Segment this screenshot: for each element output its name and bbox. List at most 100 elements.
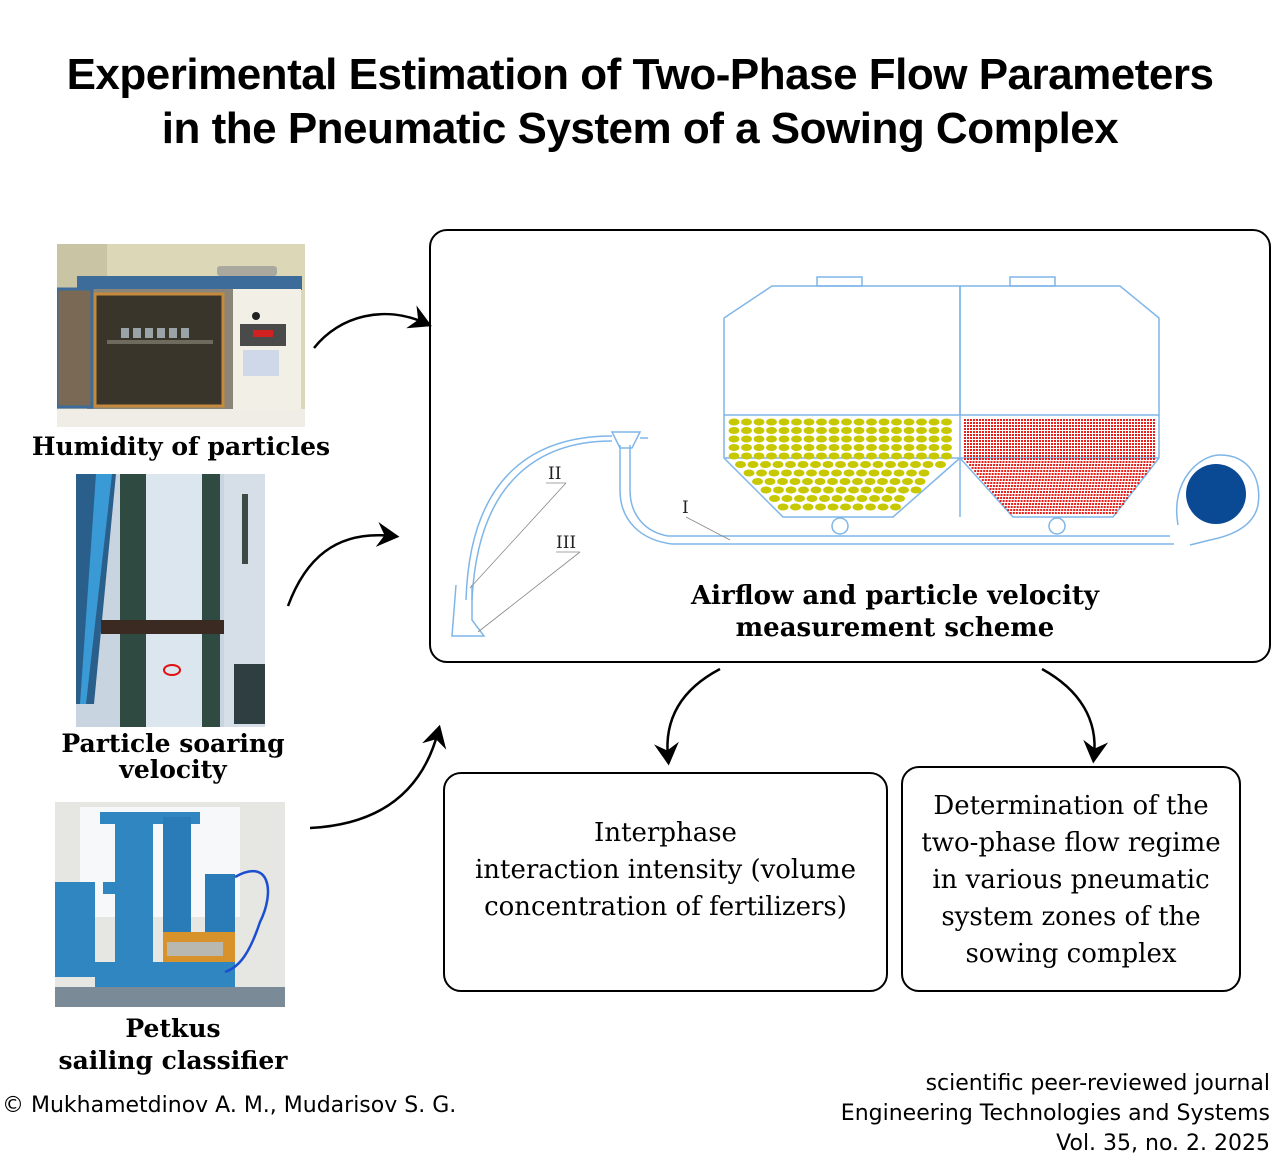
fertilizer-particle (1000, 476, 1003, 478)
fertilizer-particle (1084, 452, 1086, 454)
cyclone-head (610, 431, 642, 449)
fertilizer-particle (1048, 452, 1050, 454)
fertilizer-particle (1102, 473, 1105, 475)
arrow-humidity-to-scheme (313, 305, 432, 349)
fertilizer-particle (967, 449, 969, 451)
fertilizer-particle (1025, 506, 1028, 508)
fertilizer-particle (1111, 428, 1113, 430)
fertilizer-particle (1141, 449, 1143, 451)
fertilizer-particle (1119, 500, 1122, 502)
fertilizer-particle (1147, 437, 1149, 439)
fertilizer-particle (1116, 503, 1119, 505)
fertilizer-particle (1072, 443, 1074, 445)
fertilizer-particle (1099, 434, 1101, 436)
fertilizer-particle (1136, 467, 1139, 469)
fertilizer-particle (1092, 461, 1095, 463)
fertilizer-particle (1153, 419, 1155, 421)
fertilizer-particle (1006, 437, 1008, 439)
fertilizer-particle (1132, 422, 1134, 424)
arrow-scheme-to-regime (1041, 667, 1109, 764)
fertilizer-particle (728, 435, 740, 443)
fertilizer-particle (1116, 482, 1119, 484)
fertilizer-particle (1114, 422, 1116, 424)
fertilizer-particle (1053, 479, 1056, 481)
fertilizer-particle (1117, 458, 1119, 460)
fertilizer-particle (1065, 500, 1068, 502)
fertilizer-particle (1013, 491, 1015, 493)
fertilizer-particle (978, 461, 981, 463)
fertilizer-particle (1126, 431, 1128, 433)
fertilizer-particle (1128, 461, 1131, 463)
fertilizer-particle (1121, 467, 1124, 469)
fertilizer-particle (1000, 431, 1002, 433)
fertilizer-particle (1124, 470, 1127, 472)
fertilizer-particle (866, 452, 877, 460)
fertilizer-particle (1098, 503, 1101, 505)
fertilizer-particle (1083, 461, 1086, 463)
fertilizer-particle (1077, 482, 1080, 484)
fertilizer-particle (1004, 488, 1007, 490)
fertilizer-particle (1039, 473, 1042, 475)
fertilizer-particle (1094, 506, 1097, 508)
fertilizer-particle (1107, 500, 1110, 502)
fertilizer-particle (1093, 428, 1095, 430)
fertilizer-particle (1033, 455, 1035, 457)
fertilizer-particle (997, 425, 999, 427)
scheme-caption-line-1: Airflow and particle velocity (690, 581, 1099, 611)
fertilizer-particle (964, 440, 966, 442)
fertilizer-particle (1077, 500, 1080, 502)
fertilizer-particle (1150, 434, 1152, 436)
fertilizer-particle (1096, 440, 1098, 442)
fertilizer-particle (1030, 425, 1032, 427)
fertilizer-particle (903, 418, 915, 426)
fertilizer-particle (1018, 476, 1021, 478)
fertilizer-particle (1021, 473, 1024, 475)
fertilizer-particle (1093, 443, 1095, 445)
fertilizer-particle (856, 495, 868, 502)
fertilizer-particle (981, 461, 984, 463)
fertilizer-particle (1078, 428, 1080, 430)
fertilizer-particle (1037, 488, 1040, 490)
fertilizer-particle (828, 435, 840, 443)
fertilizer-particle (1048, 437, 1050, 439)
fertilizer-particle (1111, 494, 1114, 496)
fertilizer-particle (1012, 422, 1014, 424)
fertilizer-particles-right (964, 419, 1155, 514)
fertilizer-particle (1114, 419, 1116, 421)
fertilizer-particle (1025, 491, 1027, 493)
arrow-petkus-to-scheme (309, 724, 447, 830)
fertilizer-particle (1042, 473, 1045, 475)
fertilizer-particle (1057, 443, 1059, 445)
fertilizer-particle (1033, 428, 1035, 430)
fertilizer-particle (1046, 470, 1049, 472)
fertilizer-particle (1024, 437, 1026, 439)
fertilizer-particle (1123, 449, 1125, 451)
fertilizer-particle (1036, 512, 1039, 514)
fertilizer-particle (1079, 485, 1082, 487)
fertilizer-particle (997, 497, 1000, 499)
fertilizer-particle (1087, 422, 1089, 424)
fertilizer-particle (793, 469, 805, 477)
fertilizer-particle (1012, 497, 1015, 499)
fertilizer-particle (1040, 467, 1043, 469)
fertilizer-particle (979, 434, 981, 436)
fertilizer-particle (1113, 500, 1116, 502)
fertilizer-particle (1040, 470, 1043, 472)
fertilizer-particle (1071, 503, 1074, 505)
fertilizer-particle (991, 425, 993, 427)
fertilizer-particle (1129, 455, 1131, 457)
fertilizer-particle (1090, 446, 1092, 448)
fertilizer-particle (1131, 482, 1134, 484)
fertilizer-particle (1005, 464, 1008, 466)
fertilizer-particle (1067, 470, 1070, 472)
fertilizer-particle (778, 427, 790, 434)
fertilizer-particle (1117, 422, 1119, 424)
fertilizer-particle (841, 452, 852, 460)
fertilizer-particle (1087, 497, 1090, 499)
fertilizer-particle (1081, 434, 1083, 436)
fertilizer-particle (1088, 488, 1091, 490)
fertilizer-particle (1024, 473, 1027, 475)
fertilizer-particle (1069, 443, 1071, 445)
fertilizer-particle (743, 469, 755, 477)
fertilizer-particle (741, 418, 752, 426)
